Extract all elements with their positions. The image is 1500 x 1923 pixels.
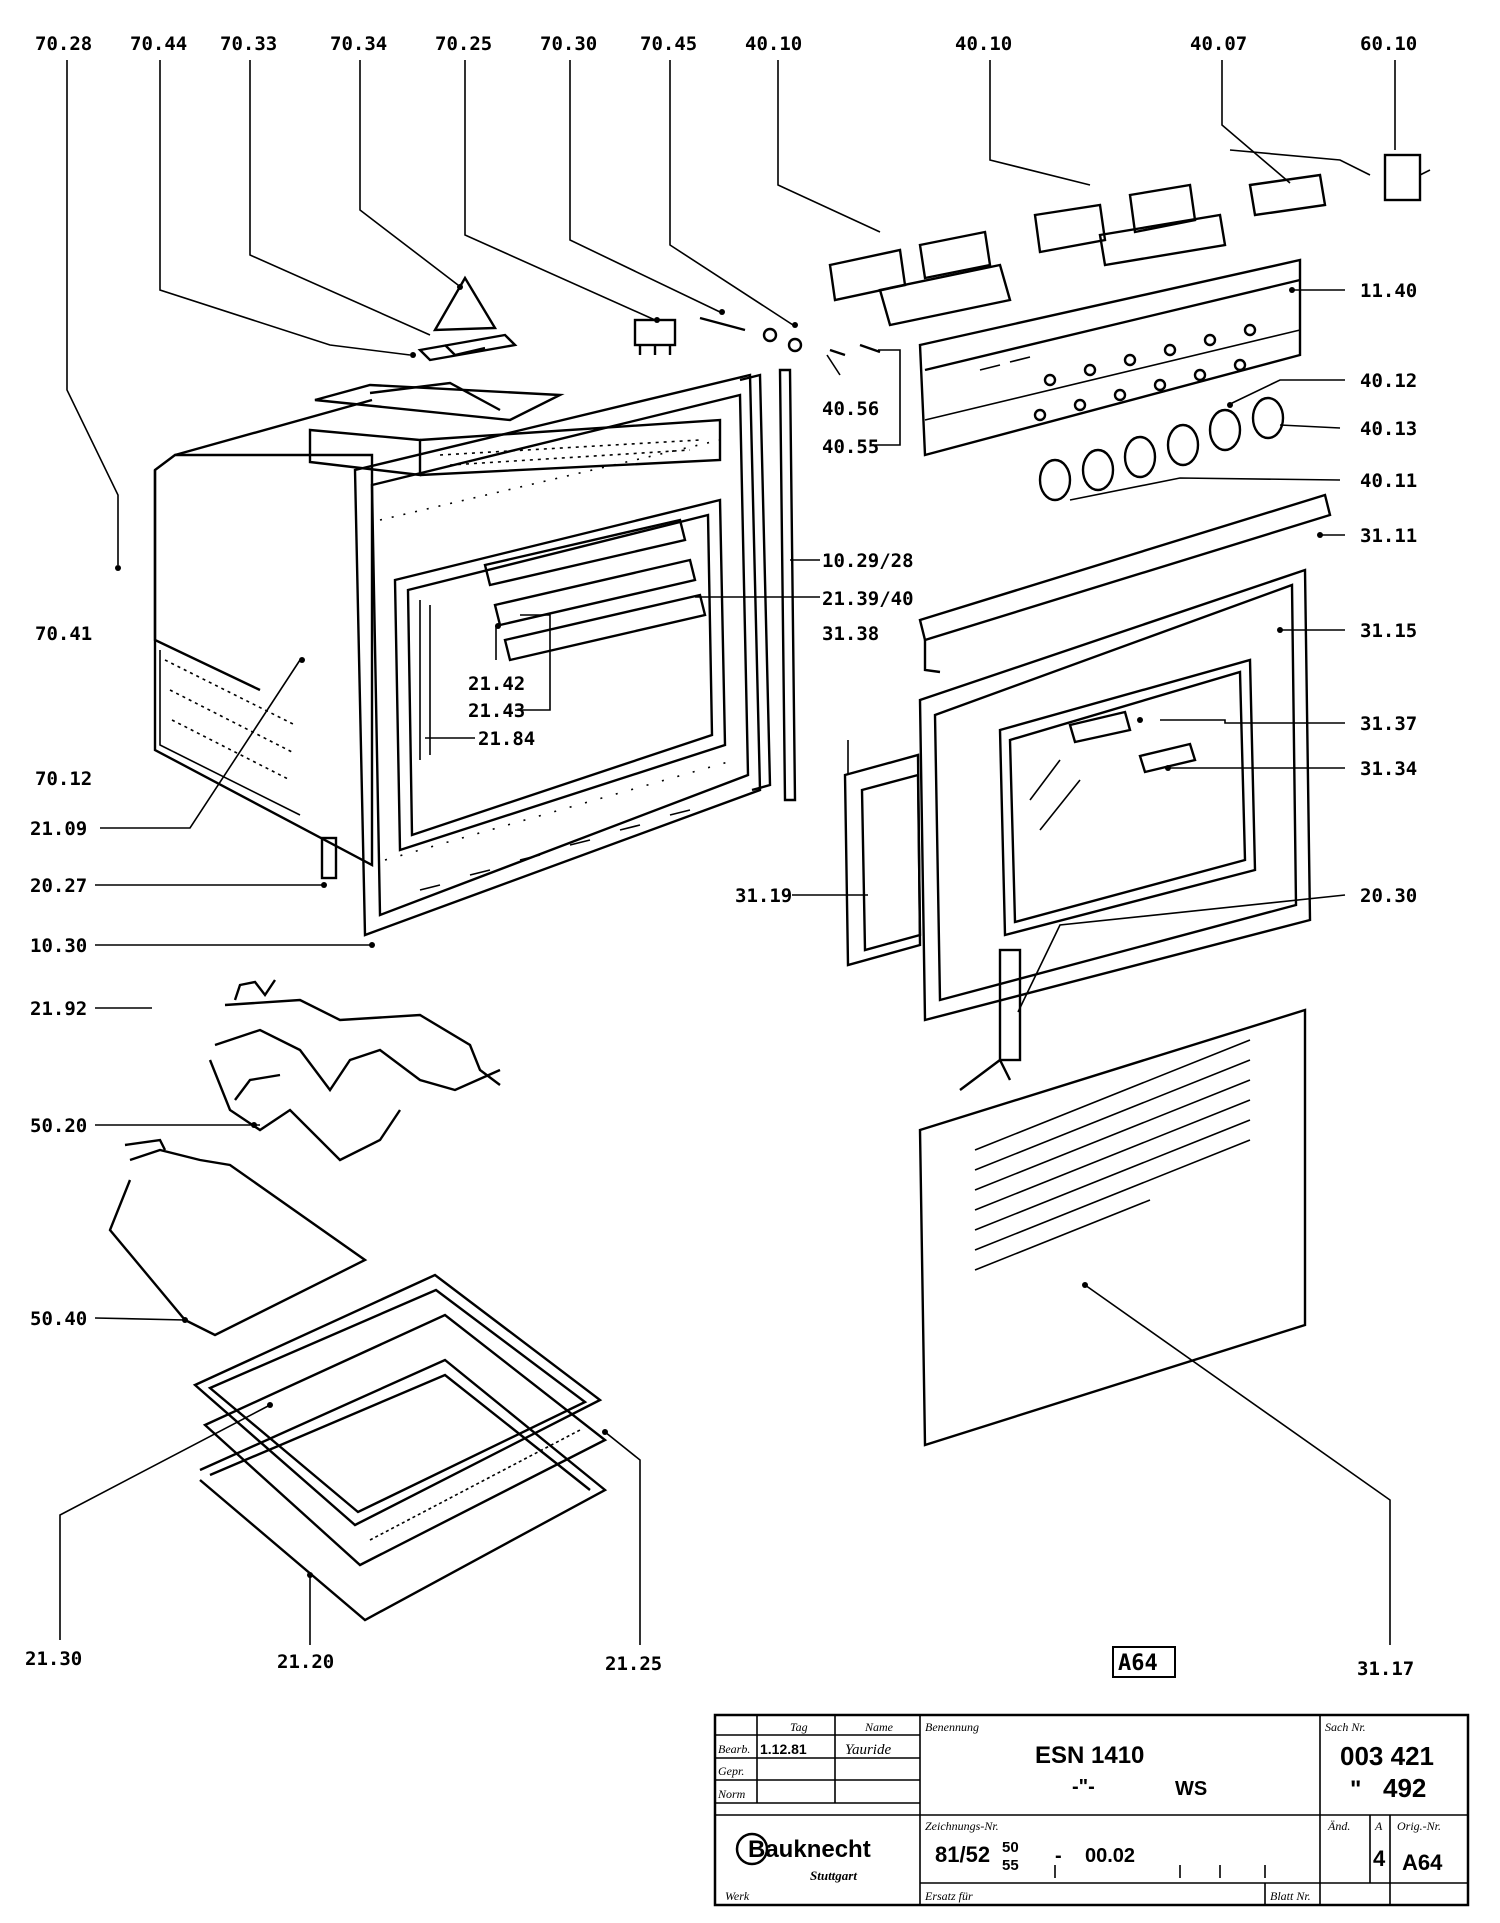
product-line1: ESN 1410 xyxy=(1035,1742,1144,1769)
label-21-09: 21.09 xyxy=(30,818,87,840)
label-21-30: 21.30 xyxy=(25,1648,82,1670)
sach-label: Sach Nr. xyxy=(1325,1720,1366,1734)
zeichnungs-label: Zeichnungs-Nr. xyxy=(925,1819,999,1833)
label-31-38: 31.38 xyxy=(822,623,879,645)
label-21-20: 21.20 xyxy=(277,1651,334,1673)
label-31-19: 31.19 xyxy=(735,885,792,907)
label-40-10-a: 40.10 xyxy=(745,33,802,55)
label-40-55: 40.55 xyxy=(822,436,879,458)
product-line2-b: WS xyxy=(1175,1778,1207,1800)
part-labels: 70.28 70.44 70.33 70.34 70.25 70.30 70.4… xyxy=(25,33,1417,1680)
brand-name: Bauknecht xyxy=(748,1836,871,1863)
heating-elements-drawing xyxy=(108,979,501,1337)
label-70-30: 70.30 xyxy=(540,33,597,55)
leader-dots xyxy=(115,284,1323,1578)
label-40-13: 40.13 xyxy=(1360,418,1417,440)
bearb-name: Yauride xyxy=(845,1742,891,1758)
label-20-30: 20.30 xyxy=(1360,885,1417,907)
zeichnungs-suffix: 00.02 xyxy=(1085,1845,1135,1867)
label-40-11: 40.11 xyxy=(1360,470,1417,492)
label-10-29-28: 10.29/28 xyxy=(822,550,914,572)
col-tag-label: Tag xyxy=(790,1720,808,1734)
label-70-28: 70.28 xyxy=(35,33,92,55)
aend-a-label: A xyxy=(1374,1819,1383,1833)
label-70-25: 70.25 xyxy=(435,33,492,55)
label-10-30: 10.30 xyxy=(30,935,87,957)
label-21-92: 21.92 xyxy=(30,998,87,1020)
oven-body-drawing xyxy=(153,368,797,937)
switch-units-drawing xyxy=(828,149,1431,327)
label-31-15: 31.15 xyxy=(1360,620,1417,642)
label-31-37: 31.37 xyxy=(1360,713,1417,735)
title-block: Tag Name Bearb. 1.12.81 Yauride Gepr. No… xyxy=(713,1713,1470,1907)
label-70-12: 70.12 xyxy=(35,768,92,790)
top-components-drawing xyxy=(417,275,881,362)
knobs-drawing xyxy=(1038,396,1285,502)
orig-value: A64 xyxy=(1402,1850,1443,1875)
brand-city: Stuttgart xyxy=(810,1868,857,1883)
label-11-40: 11.40 xyxy=(1360,280,1417,302)
label-70-33: 70.33 xyxy=(220,33,277,55)
label-21-42: 21.42 xyxy=(468,673,525,695)
sheet-mark: A64 xyxy=(1112,1646,1176,1678)
label-50-40: 50.40 xyxy=(30,1308,87,1330)
aend-label: Änd. xyxy=(1327,1819,1350,1833)
label-40-12: 40.12 xyxy=(1360,370,1417,392)
row-gepr-label: Gepr. xyxy=(718,1764,744,1778)
werk-label: Werk xyxy=(725,1889,750,1903)
label-21-25: 21.25 xyxy=(605,1653,662,1675)
bearb-date: 1.12.81 xyxy=(760,1741,807,1757)
label-70-45: 70.45 xyxy=(640,33,697,55)
product-line2-a: -"- xyxy=(1072,1776,1095,1798)
label-60-10: 60.10 xyxy=(1360,33,1417,55)
label-20-27: 20.27 xyxy=(30,875,87,897)
label-31-11: 31.11 xyxy=(1360,525,1417,547)
sach-line2-b: 492 xyxy=(1383,1773,1426,1803)
zeichnungs-sup: 50 xyxy=(1002,1839,1019,1856)
sheet-mark-text: A64 xyxy=(1118,1651,1158,1676)
label-21-84: 21.84 xyxy=(478,728,535,750)
zeichnungs-main: 81/52 xyxy=(935,1842,990,1867)
row-norm-label: Norm xyxy=(717,1787,746,1801)
door-drawing xyxy=(843,493,1332,1447)
label-31-17: 31.17 xyxy=(1357,1658,1414,1680)
label-31-34: 31.34 xyxy=(1360,758,1417,780)
label-70-41: 70.41 xyxy=(35,623,92,645)
label-70-44: 70.44 xyxy=(130,33,187,55)
label-70-34: 70.34 xyxy=(330,33,387,55)
blatt-label: Blatt Nr. xyxy=(1270,1889,1311,1903)
label-50-20: 50.20 xyxy=(30,1115,87,1137)
aend-value: 4 xyxy=(1373,1846,1386,1871)
zeichnungs-dash: - xyxy=(1055,1845,1062,1867)
orig-label: Orig.-Nr. xyxy=(1397,1819,1441,1833)
brand-logo-mark xyxy=(735,1832,769,1866)
label-21-43: 21.43 xyxy=(468,700,525,722)
zeichnungs-sub: 55 xyxy=(1002,1857,1019,1874)
row-bearb-label: Bearb. xyxy=(718,1742,750,1756)
ersatz-label: Ersatz für xyxy=(924,1889,973,1903)
label-40-56: 40.56 xyxy=(822,398,879,420)
leader-lines xyxy=(59,60,1396,1645)
label-40-07: 40.07 xyxy=(1190,33,1247,55)
benennung-label: Benennung xyxy=(925,1720,979,1734)
col-name-label: Name xyxy=(864,1720,894,1734)
label-21-39-40: 21.39/40 xyxy=(822,588,914,610)
label-40-10-b: 40.10 xyxy=(955,33,1012,55)
sach-line2-a: " xyxy=(1350,1776,1361,1803)
trays-drawing xyxy=(192,1273,608,1622)
sach-line1: 003 421 xyxy=(1340,1741,1434,1771)
control-panel-drawing xyxy=(918,258,1302,457)
